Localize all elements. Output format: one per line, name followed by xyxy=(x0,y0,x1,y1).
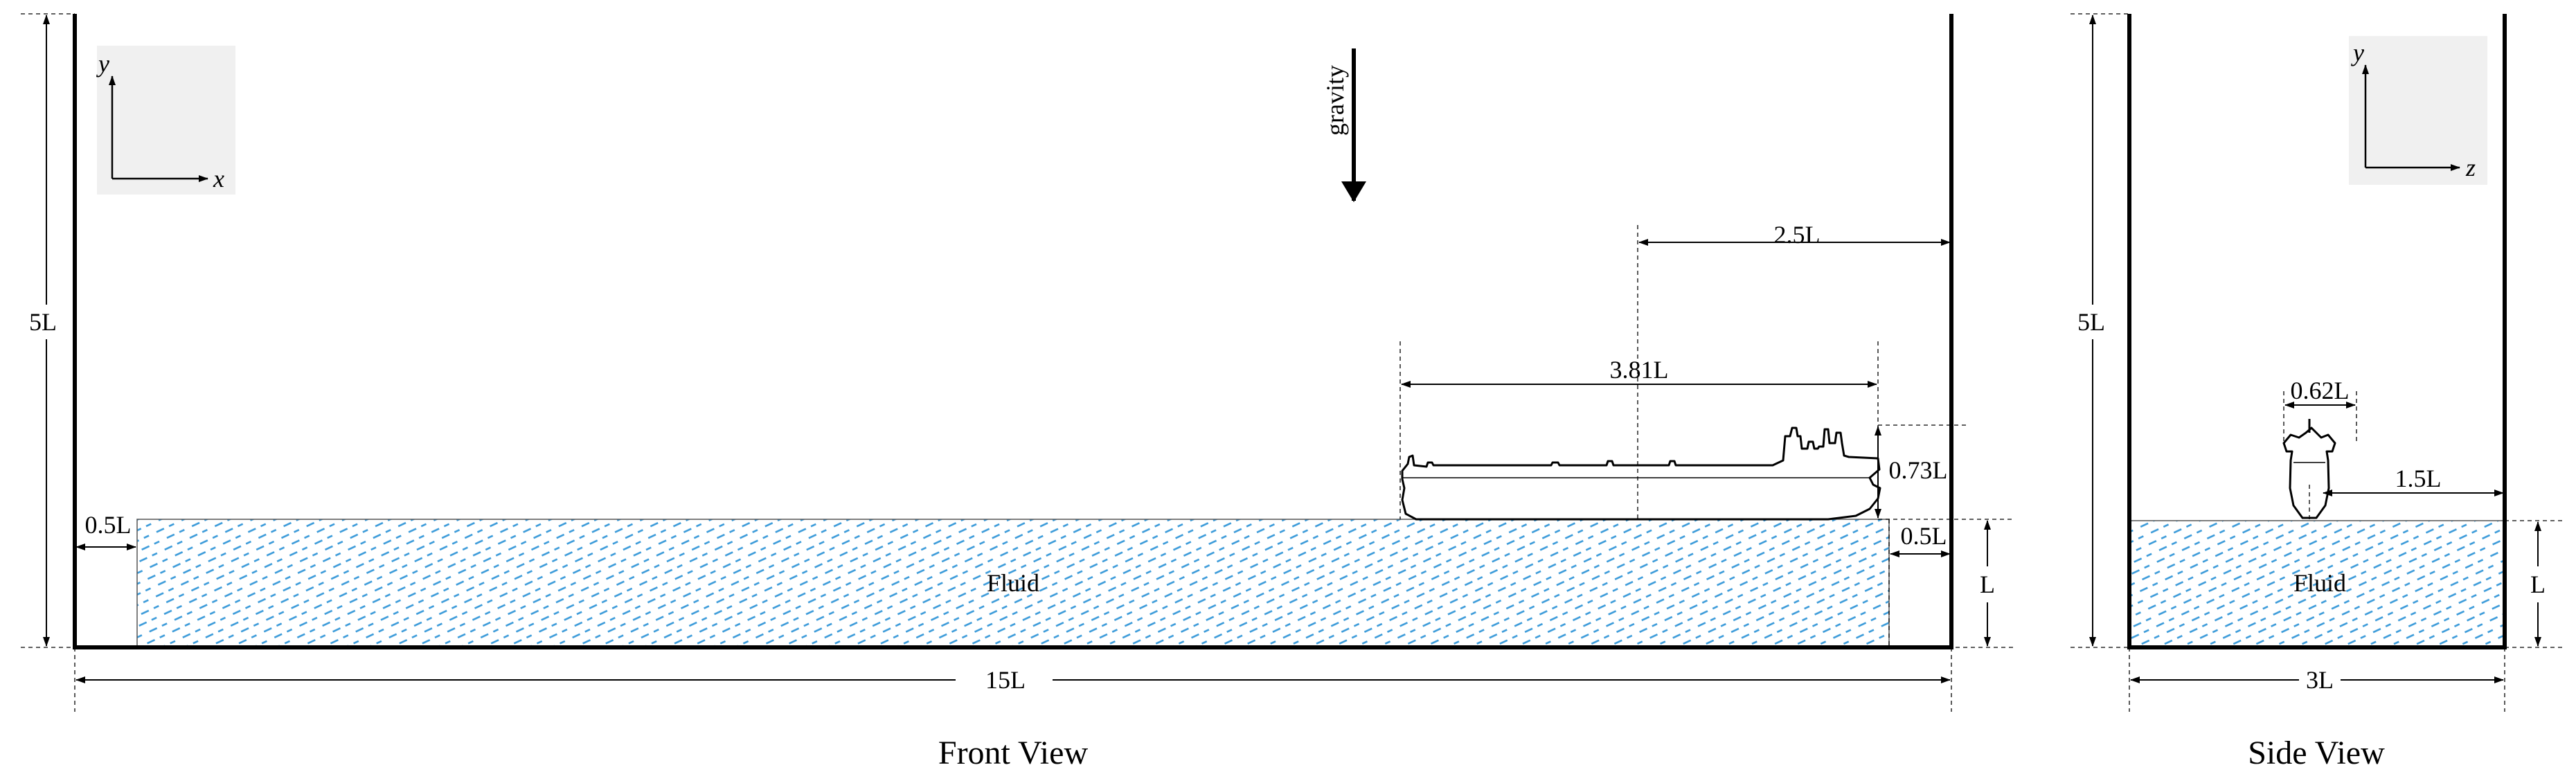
gravity-arrow: gravity xyxy=(1321,48,1366,202)
ship-beam-label: 0.62L xyxy=(2291,377,2350,404)
front-height-dim-label: 5L xyxy=(29,308,57,336)
side-width-dim-label: 3L xyxy=(2306,666,2334,694)
side-height-dim-label: 5L xyxy=(2077,308,2105,336)
front-fluid-region xyxy=(136,519,1890,647)
front-left-gap-label: 0.5L xyxy=(85,511,132,539)
side-fluid-region xyxy=(2129,520,2504,647)
side-y-axis-label: y xyxy=(2351,39,2364,66)
ship-front-silhouette xyxy=(1401,427,1881,521)
ship-side-silhouette xyxy=(2282,419,2336,519)
side-ship-offset-label: 1.5L xyxy=(2395,465,2442,492)
side-z-axis-label: z xyxy=(2465,154,2476,181)
ship-length-label: 3.81L xyxy=(1610,356,1669,384)
ship-height-label: 0.73L xyxy=(1889,456,1948,484)
front-fluid-depth-label: L xyxy=(1980,571,1995,598)
front-axis-indicator: y x xyxy=(96,46,235,195)
side-view: y z Fluid xyxy=(2070,13,2562,771)
side-axis-indicator: y z xyxy=(2349,36,2487,185)
front-view-caption: Front View xyxy=(938,735,1089,771)
front-width-dim-label: 15L xyxy=(985,666,1026,694)
front-fluid-label: Fluid xyxy=(987,569,1039,597)
front-view: y x gravity Fluid xyxy=(21,13,2015,771)
front-right-gap-label: 0.5L xyxy=(1901,522,1947,550)
side-fluid-depth-label: L xyxy=(2530,571,2546,598)
front-y-axis-label: y xyxy=(96,50,109,78)
side-view-caption: Side View xyxy=(2248,735,2385,771)
gravity-label: gravity xyxy=(1321,65,1349,136)
side-fluid-label: Fluid xyxy=(2293,569,2346,597)
front-x-axis-label: x xyxy=(213,165,224,192)
side-extension-lines xyxy=(2070,13,2562,712)
ship-offset-label: 2.5L xyxy=(1774,221,1821,249)
front-extension-lines xyxy=(21,13,2015,712)
